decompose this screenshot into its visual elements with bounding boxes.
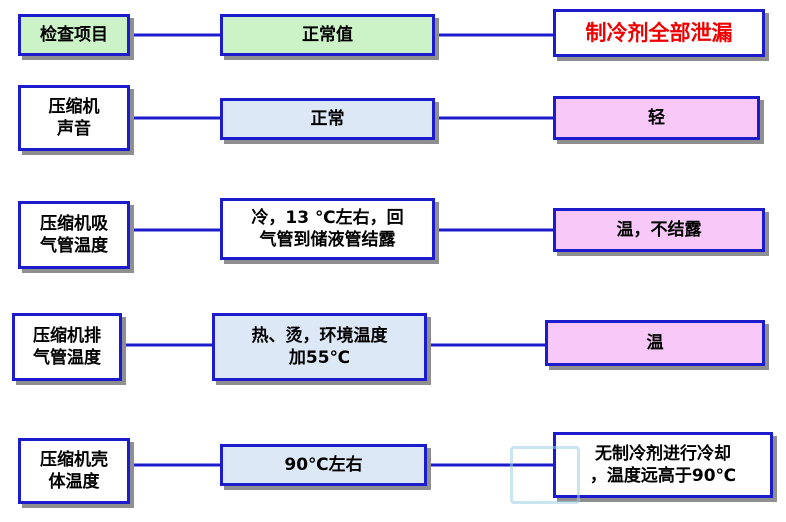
row-3-normal-line2: 加55℃ — [288, 348, 351, 368]
row-2-fault-box: 温，不结露 — [553, 208, 765, 252]
header-normal-box: 正常值 — [220, 14, 435, 56]
row-2-item-box: 压缩机吸 气管温度 — [18, 201, 130, 269]
row-2-fault-text: 温，不结露 — [616, 220, 702, 240]
book-logo-icon — [510, 446, 580, 504]
row-1-normal-text: 正常 — [310, 109, 345, 129]
row-1-fault-box: 轻 — [553, 96, 760, 140]
header-fault-label: 制冷剂全部泄漏 — [585, 21, 733, 45]
row-1-item-line1: 压缩机 — [48, 97, 100, 117]
header-item-label: 检查项目 — [40, 25, 108, 45]
row-3-item-box: 压缩机排 气管温度 — [12, 313, 122, 381]
row-1-fault-text: 轻 — [648, 108, 665, 128]
row-2-normal-box: 冷，13 ℃左右，回 气管到储液管结露 — [220, 198, 435, 260]
row-3-normal-line1: 热、烫，环境温度 — [251, 326, 388, 346]
row-4-item-line1: 压缩机壳 — [40, 450, 108, 470]
row-4-normal-box: 90℃左右 — [220, 444, 427, 486]
row-2-item-line1: 压缩机吸 — [40, 214, 108, 234]
row-3-item-line1: 压缩机排 — [33, 326, 101, 346]
header-fault-box: 制冷剂全部泄漏 — [553, 9, 765, 57]
header-normal-label: 正常值 — [302, 25, 353, 45]
row-4-fault-box: 无制冷剂进行冷却 ，温度远高于90℃ — [553, 432, 773, 498]
row-2-normal-line2: 气管到储液管结露 — [259, 230, 396, 250]
row-4-fault-line2: ，温度远高于90℃ — [589, 466, 737, 486]
header-item-box: 检查项目 — [18, 14, 130, 56]
row-1-item-line2: 声音 — [57, 119, 91, 139]
row-1-item-box: 压缩机 声音 — [18, 85, 130, 151]
row-4-fault-line1: 无制冷剂进行冷却 — [595, 444, 731, 464]
row-3-item-line2: 气管温度 — [33, 348, 101, 368]
row-3-fault-box: 温 — [545, 320, 765, 366]
row-4-normal-text: 90℃左右 — [284, 455, 363, 475]
row-2-item-line2: 气管温度 — [40, 236, 108, 256]
row-4-item-line2: 体温度 — [48, 472, 100, 492]
row-3-normal-box: 热、烫，环境温度 加55℃ — [212, 313, 427, 381]
row-3-fault-text: 温 — [646, 333, 664, 353]
row-2-normal-line1: 冷，13 ℃左右，回 — [251, 208, 404, 228]
row-4-item-box: 压缩机壳 体温度 — [18, 438, 130, 504]
row-1-normal-box: 正常 — [220, 98, 435, 140]
